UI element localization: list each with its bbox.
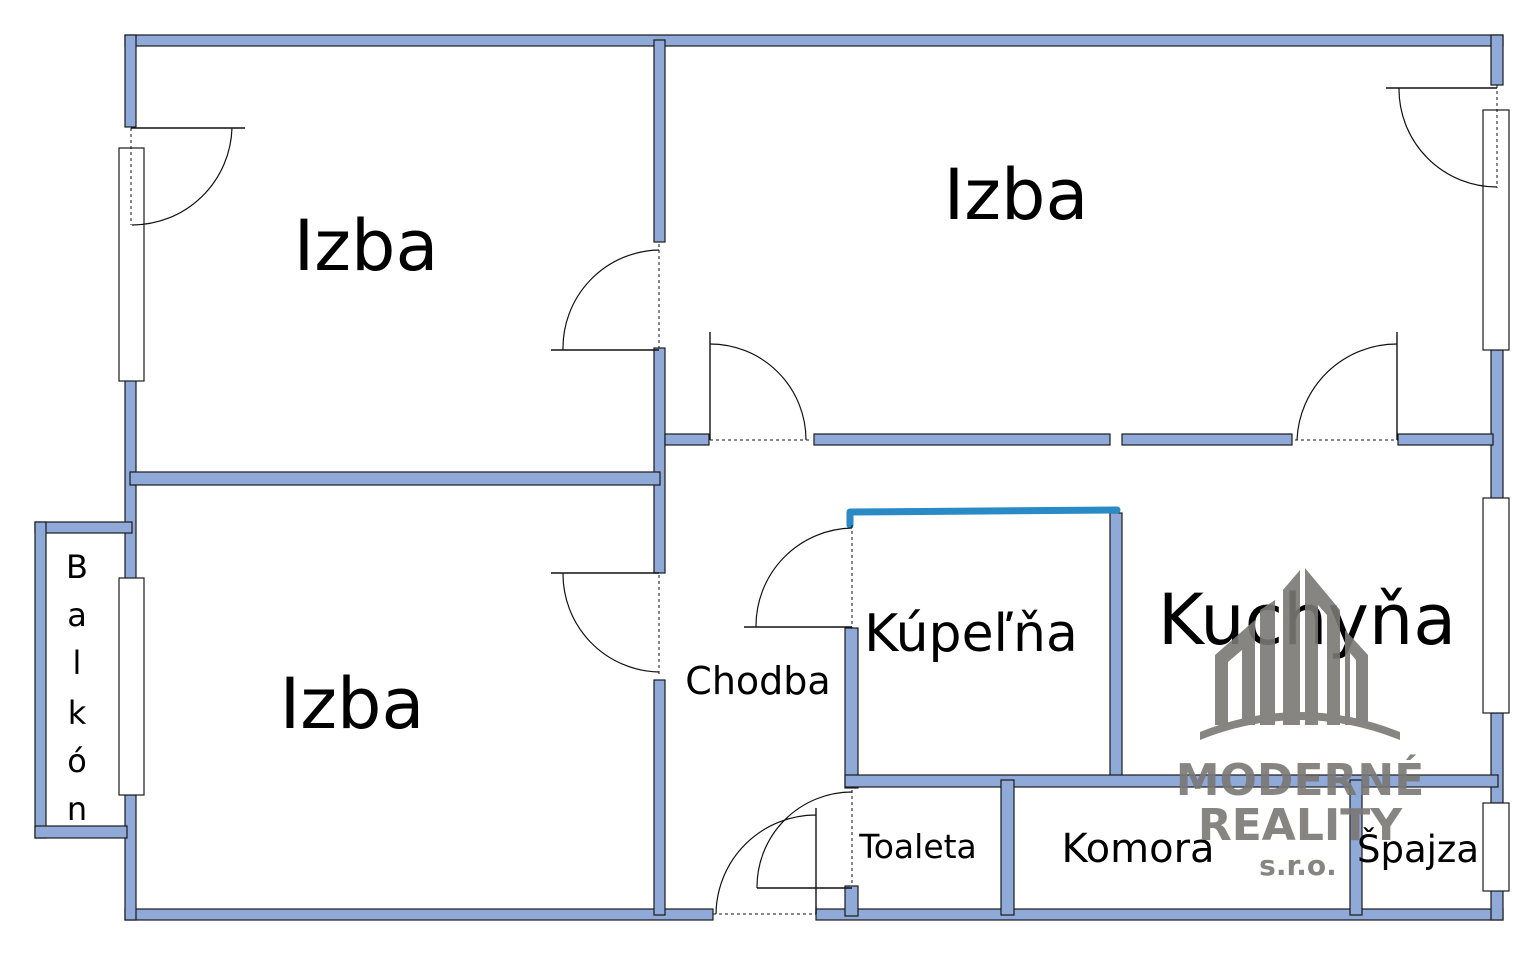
logo-line-2: REALITY	[1198, 800, 1403, 851]
logo-building-icon	[1200, 568, 1400, 740]
balcony-letter: a	[67, 596, 87, 634]
room-label-toaleta: Toaleta	[858, 827, 977, 866]
watermark-logo: MODERNÉ REALITY s.r.o.	[1176, 568, 1425, 882]
logo-line-3: s.r.o.	[1259, 849, 1337, 882]
logo-line-1: MODERNÉ	[1176, 753, 1425, 806]
balcony-letter: l	[73, 644, 82, 682]
room-label-chodba: Chodba	[685, 659, 830, 703]
room-label-kupelna: Kúpeľňa	[864, 604, 1078, 664]
room-label-spajza: Špajza	[1357, 827, 1479, 871]
room-label-izba-top-right: Izba	[944, 154, 1089, 236]
room-label-komora: Komora	[1061, 826, 1214, 872]
room-label-izba-bottom-left: Izba	[280, 663, 425, 745]
room-label-izba-top-left: Izba	[294, 205, 439, 287]
accent-wall	[846, 506, 1121, 529]
doors	[130, 85, 1498, 915]
balcony-label: B a l k ó n	[66, 548, 88, 828]
balcony-letter: ó	[67, 742, 87, 780]
windows	[118, 109, 1510, 892]
balcony-letter: n	[67, 790, 87, 828]
room-labels: Izba Izba Izba Kúpeľňa Chodba Toaleta Ko…	[280, 154, 1479, 872]
walls	[34, 34, 1504, 921]
balcony-letter: B	[66, 548, 88, 586]
balcony-letter: k	[68, 694, 87, 732]
